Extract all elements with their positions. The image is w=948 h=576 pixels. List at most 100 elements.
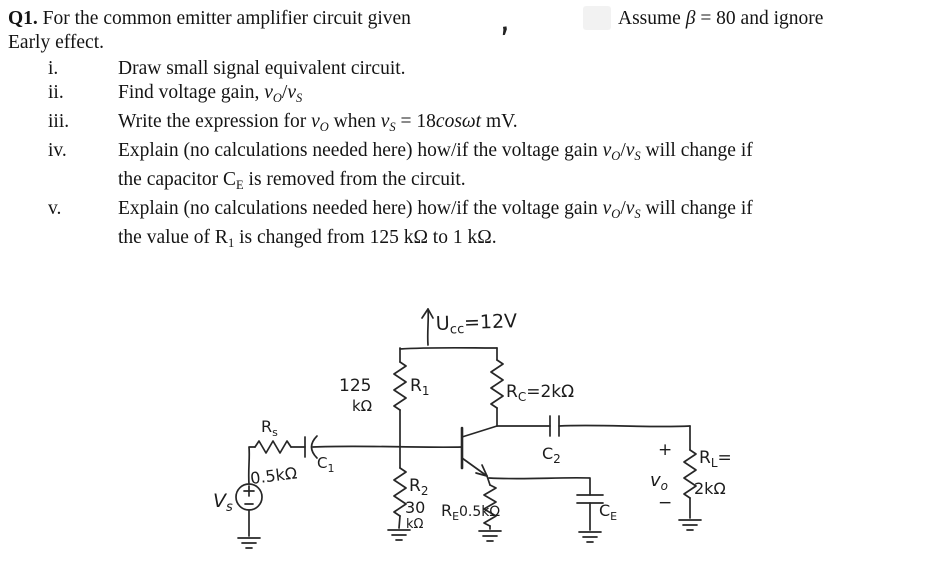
re-symbol: R bbox=[441, 501, 452, 520]
r2-symbol: R bbox=[409, 476, 421, 496]
question-intro-line1: Q1. For the common emitter amplifier cir… bbox=[8, 8, 411, 30]
list-item-v: v. Explain (no calculations needed here)… bbox=[0, 197, 948, 255]
re-name-label: RE bbox=[441, 501, 459, 523]
rc-subscript: C bbox=[518, 390, 526, 404]
slash: / bbox=[620, 198, 626, 219]
vs-subscript: s bbox=[226, 500, 233, 515]
list-item-i: i. Draw small signal equivalent circuit. bbox=[0, 57, 948, 81]
var-v: v bbox=[625, 198, 635, 219]
re-branch bbox=[478, 475, 502, 542]
vcc-symbol: U bbox=[435, 313, 450, 335]
question-item-list: i. Draw small signal equivalent circuit.… bbox=[0, 57, 948, 255]
subscript-o: O bbox=[272, 91, 282, 105]
vo-plus-label: + bbox=[658, 440, 672, 460]
vo-minus-label: − bbox=[658, 493, 672, 513]
subscript-s: S bbox=[634, 149, 641, 163]
ce-top-wire bbox=[488, 476, 591, 496]
var-v: v bbox=[602, 198, 612, 219]
c2-subscript: 2 bbox=[553, 452, 561, 466]
rl-ground bbox=[678, 519, 702, 531]
vs-source bbox=[235, 446, 263, 549]
rc-value: =2kΩ bbox=[526, 382, 574, 402]
r1-resistor bbox=[393, 361, 407, 411]
math-expression: cosωt bbox=[435, 111, 482, 132]
scan-artifact bbox=[583, 6, 611, 30]
r2-bottom-wire bbox=[398, 515, 401, 529]
item-text: is changed from 125 kΩ to 1 kΩ. bbox=[234, 227, 497, 248]
ce-branch bbox=[488, 476, 604, 543]
vcc-branch bbox=[399, 308, 498, 350]
r1-symbol: R bbox=[410, 376, 422, 396]
vs-ground bbox=[237, 537, 261, 549]
assume-statement: Assume β = 80 and ignore bbox=[618, 8, 823, 30]
r1-unit-label: kΩ bbox=[352, 397, 372, 415]
c1-label: C1 bbox=[317, 454, 334, 475]
item-text: when bbox=[328, 111, 381, 132]
c2-symbol: C bbox=[542, 444, 553, 463]
var-v: v bbox=[264, 82, 273, 103]
vcc-arrowhead bbox=[421, 308, 434, 319]
r2-subscript: 2 bbox=[421, 484, 429, 498]
var-v: v bbox=[311, 111, 320, 132]
subscript-o: O bbox=[611, 207, 621, 221]
emitter-arrowhead bbox=[475, 464, 488, 477]
var-v: v bbox=[625, 140, 635, 161]
assume-post-text: = 80 and ignore bbox=[695, 8, 824, 29]
item-text: Draw small signal equivalent circuit. bbox=[118, 58, 406, 79]
output-branch bbox=[496, 415, 691, 437]
transistor-collector-lead bbox=[461, 425, 498, 438]
rc-symbol: R bbox=[506, 382, 518, 402]
top-rail-wire bbox=[399, 346, 498, 350]
vo-subscript: o bbox=[661, 479, 668, 493]
c1-right-plate bbox=[310, 435, 318, 459]
vs-label: Vs bbox=[213, 490, 233, 515]
list-item-iv: iv. Explain (no calculations needed here… bbox=[0, 139, 948, 197]
list-numeral: iii. bbox=[48, 111, 70, 132]
item-text: Write the expression for bbox=[118, 111, 312, 132]
var-v: v bbox=[287, 82, 296, 103]
r2-value-label: 30 bbox=[405, 498, 425, 517]
r1-branch bbox=[393, 347, 407, 448]
source-top-wire bbox=[247, 446, 256, 485]
subscript-s: S bbox=[389, 120, 396, 134]
rl-value-label: 2kΩ bbox=[694, 479, 726, 498]
re-subscript: E bbox=[452, 510, 459, 523]
var-v: v bbox=[380, 111, 390, 132]
assume-pre-text: Assume bbox=[618, 8, 686, 29]
base-wire bbox=[312, 445, 463, 449]
subscript-e: E bbox=[236, 178, 244, 192]
r2-unit-label: kΩ bbox=[406, 517, 424, 532]
rl-branch bbox=[678, 425, 702, 531]
vcc-arrow-line bbox=[426, 308, 430, 346]
question-intro-line2: Early effect. bbox=[8, 32, 104, 53]
list-numeral: i. bbox=[48, 58, 59, 79]
subscript-o: O bbox=[611, 149, 621, 163]
rc-branch bbox=[490, 347, 504, 427]
c2-label: C2 bbox=[542, 444, 561, 466]
rl-equals: = bbox=[718, 448, 732, 468]
subscript-o: O bbox=[319, 120, 329, 134]
subscript-s: S bbox=[634, 207, 641, 221]
ce-label: CE bbox=[599, 501, 617, 523]
r1-value-label: 125 bbox=[339, 376, 371, 396]
source-plus-sign bbox=[243, 485, 255, 497]
r2-name-label: R2 bbox=[409, 476, 428, 498]
item-text: the value of R bbox=[118, 227, 228, 248]
item-text: will change if bbox=[640, 140, 753, 161]
vo-label: vo bbox=[650, 470, 668, 493]
rs-subscript: s bbox=[272, 426, 278, 439]
item-text: is removed from the circuit. bbox=[243, 169, 466, 190]
rc-label: RC=2kΩ bbox=[506, 382, 574, 404]
rs-symbol: R bbox=[261, 417, 272, 436]
c1-symbol: C bbox=[317, 454, 327, 472]
re-ground bbox=[478, 530, 502, 542]
question-intro-text: For the common emitter amplifier circuit… bbox=[37, 8, 411, 29]
item-text: the capacitor C bbox=[118, 169, 237, 190]
rs-resistor bbox=[254, 440, 292, 454]
rl-subscript: L bbox=[711, 456, 718, 470]
re-resistor bbox=[483, 484, 497, 527]
list-numeral: ii. bbox=[48, 82, 64, 103]
rs-branch bbox=[254, 440, 306, 454]
emitter-stub-wire bbox=[486, 475, 491, 486]
ce-symbol: C bbox=[599, 501, 610, 520]
